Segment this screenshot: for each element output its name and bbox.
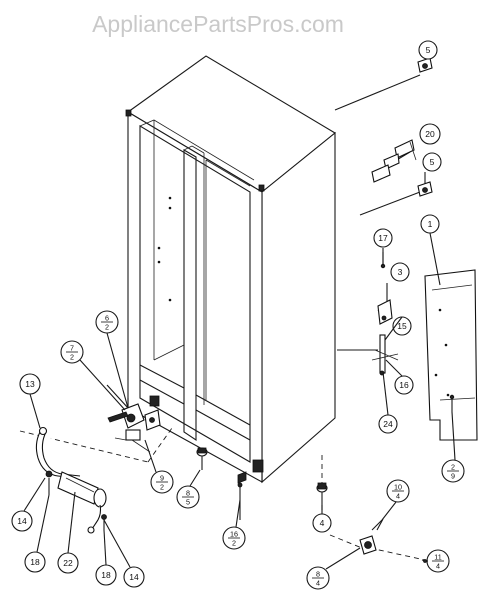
roller-assembly-part-8-10-11 (359, 519, 431, 563)
svg-text:2: 2 (160, 483, 164, 492)
water-tube-assembly-part-13-14-18-22 (35, 426, 107, 534)
svg-text:5: 5 (426, 45, 431, 55)
svg-text:14: 14 (17, 516, 27, 526)
callout-22: 22 (57, 552, 79, 574)
callout-8-4: 8 4 (306, 566, 330, 590)
svg-text:4: 4 (396, 492, 400, 501)
callout-5-mid: 5 (422, 152, 442, 172)
svg-text:9: 9 (451, 472, 455, 481)
leveling-leg-part-8-5 (196, 447, 208, 470)
screw-part-17 (380, 252, 386, 269)
svg-text:10: 10 (394, 483, 402, 492)
callout-16-right: 16 (394, 375, 414, 395)
leveling-leg-part-4 (316, 482, 328, 510)
callout-17: 17 (373, 228, 393, 248)
svg-text:8: 8 (186, 489, 190, 498)
screw-part-2-9 (449, 394, 455, 412)
svg-text:2: 2 (232, 539, 236, 548)
clip-part-5-top (417, 57, 433, 73)
callout-16-2: 16 2 (222, 526, 246, 550)
svg-text:22: 22 (63, 558, 73, 568)
callout-24: 24 (378, 414, 398, 434)
callout-7-2: 7 2 (60, 340, 84, 364)
hinge-bracket-part-20 (371, 139, 417, 183)
svg-text:18: 18 (101, 570, 111, 580)
callout-9-2: 9 2 (150, 470, 174, 494)
svg-text:1: 1 (428, 219, 433, 229)
svg-text:16: 16 (230, 530, 238, 539)
svg-text:7: 7 (70, 344, 74, 353)
callout-10-4: 10 4 (386, 479, 410, 503)
svg-text:4: 4 (316, 579, 320, 588)
screw-part-16-2 (237, 471, 247, 520)
svg-text:6: 6 (105, 314, 109, 323)
rod-assembly-part-15-16-24 (371, 334, 399, 376)
clip-part-5-mid (417, 181, 433, 197)
svg-text:16: 16 (399, 380, 409, 390)
svg-text:4: 4 (320, 518, 325, 528)
svg-text:4: 4 (436, 562, 440, 571)
callout-6-2: 6 2 (95, 310, 119, 334)
svg-text:11: 11 (434, 553, 441, 562)
callout-18-right: 18 (95, 564, 117, 586)
callout-1: 1 (420, 214, 440, 234)
callout-20: 20 (419, 123, 441, 145)
svg-text:8: 8 (316, 570, 320, 579)
callout-18-left: 18 (24, 551, 46, 573)
bracket-part-3 (377, 299, 393, 325)
refrigerator-cabinet (125, 55, 336, 484)
callout-11-4: 11 4 (426, 549, 450, 573)
callout-13: 13 (19, 373, 41, 395)
svg-text:24: 24 (383, 419, 393, 429)
svg-text:9: 9 (160, 474, 164, 483)
svg-text:5: 5 (430, 157, 435, 167)
svg-text:20: 20 (425, 129, 435, 139)
svg-text:5: 5 (186, 498, 190, 507)
svg-text:17: 17 (378, 233, 388, 243)
svg-text:3: 3 (398, 267, 403, 277)
callout-3: 3 (390, 262, 410, 282)
svg-text:14: 14 (129, 572, 139, 582)
svg-text:13: 13 (25, 379, 35, 389)
callout-5-top: 5 (418, 40, 438, 60)
site-watermark: AppliancePartsPros.com (92, 11, 344, 37)
callout-14-right: 14 (123, 566, 145, 588)
svg-text:2: 2 (105, 323, 109, 332)
svg-text:18: 18 (30, 557, 40, 567)
svg-text:2: 2 (70, 353, 74, 362)
svg-text:15: 15 (397, 321, 407, 331)
svg-text:2: 2 (451, 463, 455, 472)
callout-2-9: 2 9 (441, 459, 465, 483)
callout-14-left: 14 (11, 510, 33, 532)
callout-8-5: 8 5 (176, 485, 200, 509)
back-panel-part-1 (424, 269, 478, 441)
balloon-leaders (23, 232, 456, 570)
valve-assembly-part-6-7-9 (107, 403, 161, 453)
callout-4: 4 (312, 513, 332, 533)
